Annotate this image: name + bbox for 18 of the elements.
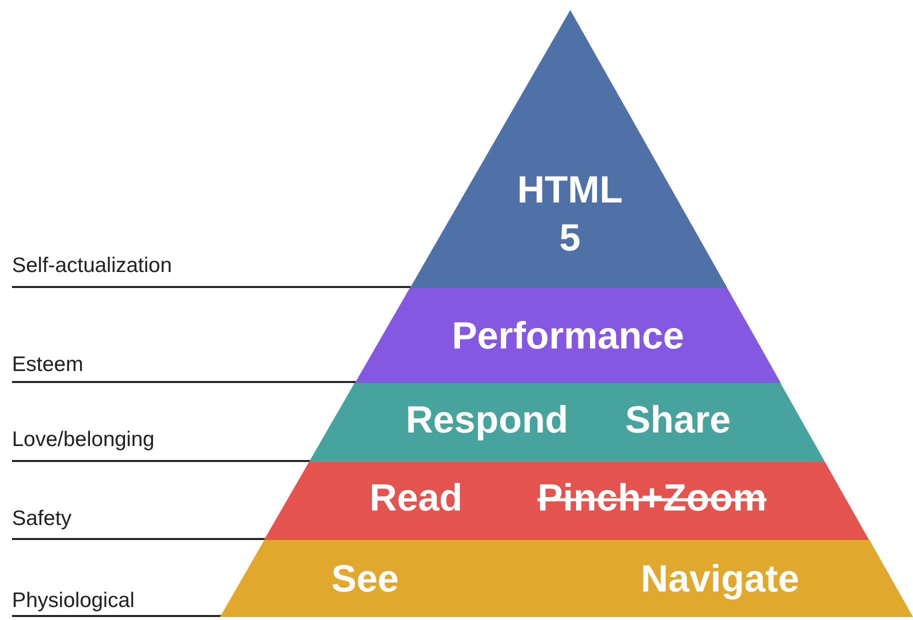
level-label: Esteem — [12, 353, 84, 382]
leader-line — [12, 286, 411, 288]
level-label: Physiological — [12, 589, 135, 616]
tier-label: See — [331, 557, 399, 602]
leader-line — [12, 381, 356, 383]
tier-label: Performance — [452, 314, 684, 360]
level-label: Safety — [12, 507, 72, 539]
leader-line — [12, 615, 221, 617]
level-label: Love/belonging — [12, 428, 154, 461]
tier-label: Read — [370, 476, 462, 522]
tier-label: Share — [625, 398, 731, 444]
level-label: Self-actualization — [12, 254, 172, 287]
tier-label: Respond — [406, 398, 568, 444]
tier-label: Pinch+Zoom — [537, 476, 767, 522]
leader-line — [12, 538, 266, 540]
leader-line — [12, 460, 310, 462]
tier-label: Navigate — [640, 557, 800, 602]
tier-label: HTML 5 — [516, 168, 624, 261]
